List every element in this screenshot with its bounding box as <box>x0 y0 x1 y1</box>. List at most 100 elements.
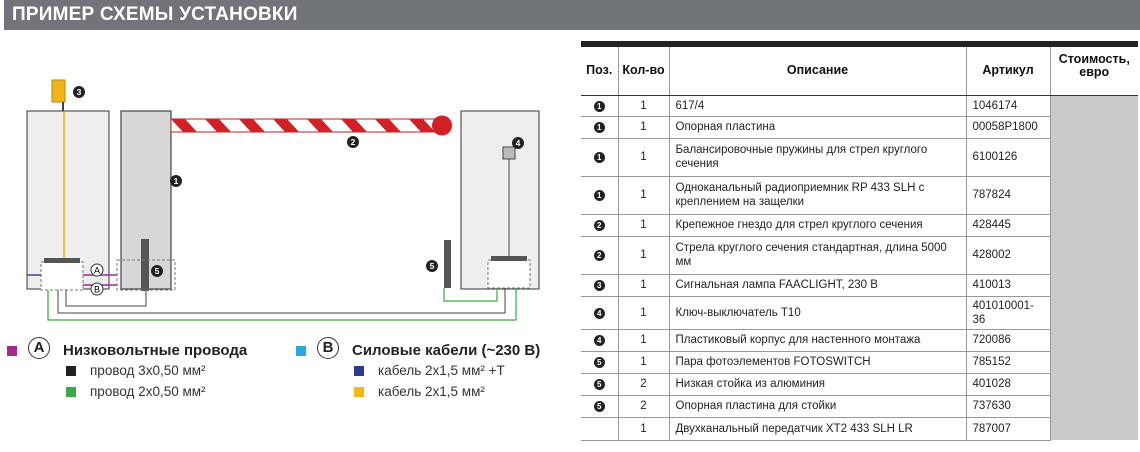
key-switch-icon <box>502 146 516 160</box>
col-header-desc: Описание <box>669 47 967 96</box>
row-article: 787007 <box>966 417 1051 441</box>
row-article: 785152 <box>966 351 1051 374</box>
legend-letter-b: B <box>317 337 339 359</box>
callout-4: 4 <box>516 138 521 148</box>
legend-color-a-1 <box>66 366 76 376</box>
legend-color-b <box>296 346 306 356</box>
pos-bullet: 2 <box>593 220 605 231</box>
row-pos: 2 <box>581 214 619 237</box>
row-pos: 4 <box>581 329 619 352</box>
boom-end-cap <box>432 115 452 136</box>
row-pos: 5 <box>581 351 619 374</box>
row-desc: Ключ-выключатель T10 <box>669 296 967 330</box>
row-desc: Балансировочные пружины для стрел кругло… <box>669 138 967 177</box>
row-desc: Стрела круглого сечения стандартная, дли… <box>669 236 967 275</box>
row-qty: 1 <box>618 296 670 330</box>
row-pos: 1 <box>581 95 619 117</box>
installation-diagram: A B 3 1 2 4 5 5 A Низковольтные провода … <box>0 30 575 452</box>
row-qty: 1 <box>618 274 670 297</box>
row-desc: Одноканальный радиоприемник RP 433 SLH с… <box>669 176 967 215</box>
row-desc: Крепежное гнездо для стрел круглого сече… <box>669 214 967 237</box>
pos-bullet: 2 <box>593 250 605 261</box>
row-qty: 2 <box>618 373 670 396</box>
pos-bullet: 3 <box>593 280 605 291</box>
page-title: ПРИМЕР СХЕМЫ УСТАНОВКИ <box>4 0 1140 30</box>
cost-column-shade <box>1050 95 1138 440</box>
row-desc: 617/4 <box>669 95 967 117</box>
pos-bullet: 1 <box>593 152 605 163</box>
row-article: 401010001-36 <box>966 296 1051 330</box>
barrier-schematic: A B 3 1 2 4 5 5 <box>26 79 540 321</box>
callout-1: 1 <box>174 176 179 186</box>
row-qty: 1 <box>618 214 670 237</box>
row-desc: Пара фотоэлементов FOTOSWITCH <box>669 351 967 374</box>
signal-lamp-icon <box>51 79 66 103</box>
pos-bullet: 1 <box>593 122 605 133</box>
row-article: 737630 <box>966 395 1051 418</box>
legend-color-a-2 <box>66 387 76 397</box>
row-qty: 1 <box>618 351 670 374</box>
row-pos: 5 <box>581 373 619 396</box>
row-desc: Опорная пластина <box>669 116 967 139</box>
row-article: 720086 <box>966 329 1051 352</box>
pos-bullet: 4 <box>593 335 605 346</box>
row-pos: 4 <box>581 296 619 330</box>
row-pos: 3 <box>581 274 619 297</box>
col-header-article: Артикул <box>966 47 1051 96</box>
pos-bullet: 1 <box>593 190 605 201</box>
col-header-cost: Стоимость, евро <box>1050 47 1138 96</box>
wire-label-a: A <box>94 266 100 276</box>
legend-item-a-2: провод 2x0,50 мм² <box>90 384 206 399</box>
col-header-qty: Кол-во <box>618 47 670 96</box>
row-qty: 1 <box>618 138 670 177</box>
row-article: 428445 <box>966 214 1051 237</box>
row-article: 00058P1800 <box>966 116 1051 139</box>
legend-color-a <box>7 346 17 356</box>
row-article: 428002 <box>966 236 1051 275</box>
row-desc: Низкая стойка из алюминия <box>669 373 967 396</box>
row-pos: 1 <box>581 116 619 139</box>
row-article: 6100126 <box>966 138 1051 177</box>
row-qty: 1 <box>618 417 670 441</box>
row-article: 410013 <box>966 274 1051 297</box>
legend-item-b-2: кабель 2x1,5 мм² <box>378 384 485 399</box>
callout-5-left: 5 <box>155 266 160 276</box>
legend-color-b-2 <box>354 387 364 397</box>
row-desc: Сигнальная лампа FAACLIGHT, 230 В <box>669 274 967 297</box>
legend-color-b-1 <box>354 366 364 376</box>
row-pos: 2 <box>581 236 619 275</box>
row-qty: 2 <box>618 395 670 418</box>
row-qty: 1 <box>618 236 670 275</box>
legend-letter-a: A <box>28 337 50 359</box>
legend-item-a-1: провод 3x0,50 мм² <box>90 363 206 378</box>
callout-2: 2 <box>351 137 356 147</box>
row-article: 401028 <box>966 373 1051 396</box>
legend-title-b: Силовые кабели (~230 В) <box>352 342 541 359</box>
col-header-pos: Поз. <box>581 47 619 96</box>
row-qty: 1 <box>618 176 670 215</box>
row-pos: 1 <box>581 138 619 177</box>
row-qty: 1 <box>618 116 670 139</box>
photocell-post-right <box>444 240 451 288</box>
row-article: 787824 <box>966 176 1051 215</box>
callout-5-right: 5 <box>430 261 435 271</box>
row-article: 1046174 <box>966 95 1051 117</box>
legend-item-b-1: кабель 2x1,5 мм² +T <box>378 363 505 378</box>
row-pos: 5 <box>581 395 619 418</box>
pos-bullet: 5 <box>593 401 605 412</box>
callout-3: 3 <box>77 87 82 97</box>
photocell-post-left <box>141 239 149 291</box>
